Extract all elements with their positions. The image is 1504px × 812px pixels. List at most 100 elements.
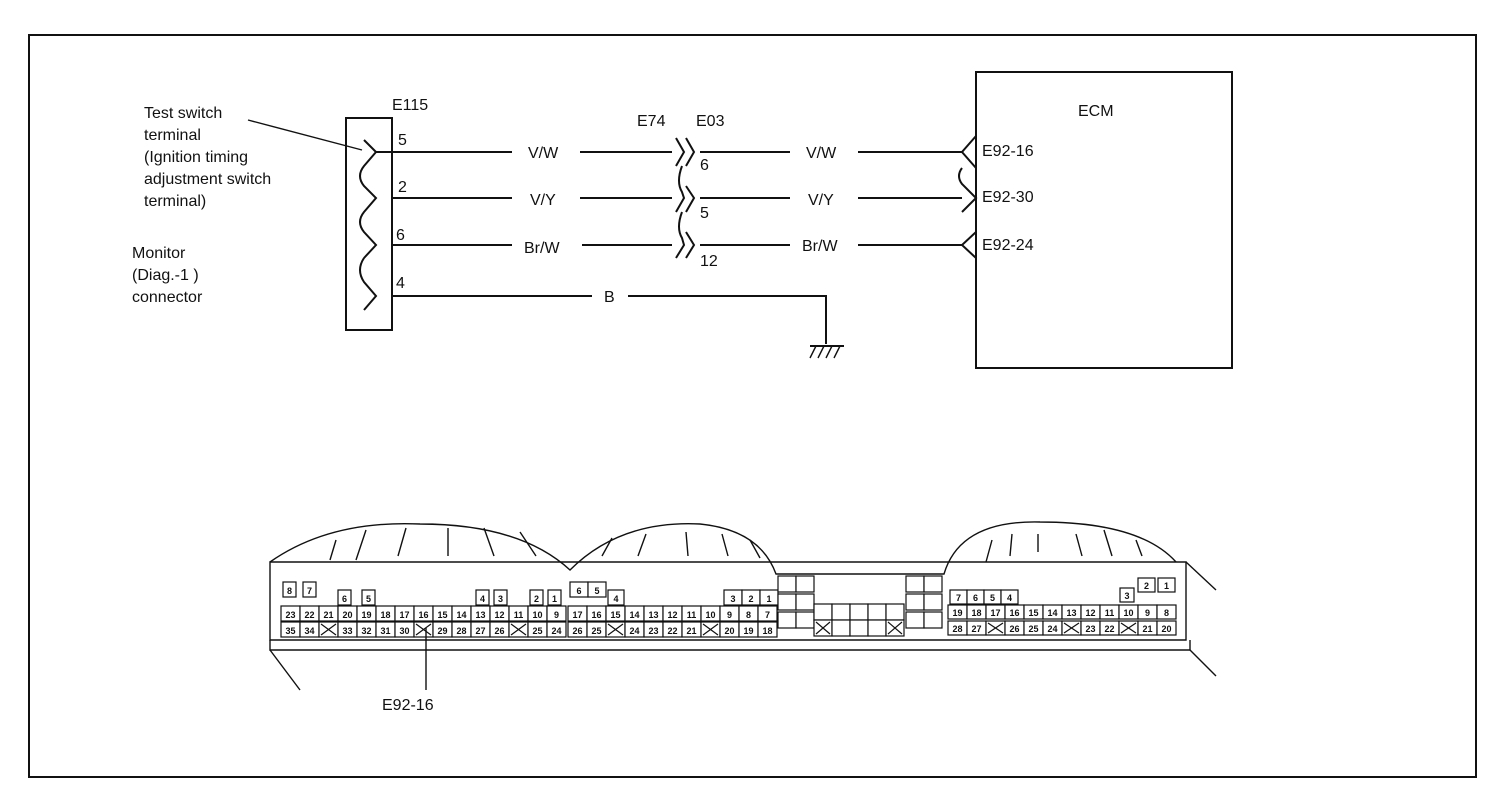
cavity-number: 27 (971, 624, 981, 634)
cavity-number: 5 (366, 594, 371, 604)
pin-6: 6 (396, 227, 405, 244)
cavity-number: 14 (456, 610, 466, 620)
cavity-number: 7 (307, 586, 312, 596)
connector-cavity (795, 575, 815, 593)
cavity-number: 13 (475, 610, 485, 620)
wire-3: 6 Br/W Br/W 12 E92-24 (392, 227, 1034, 270)
cavity-number: 35 (285, 626, 295, 636)
cavity-number: 17 (399, 610, 409, 620)
blocked-cavity-icon (320, 623, 337, 636)
test-switch-leader (247, 119, 363, 151)
cavity-number: 12 (494, 610, 504, 620)
test-switch-line-1: Test switch (144, 105, 222, 122)
connector-outline (269, 561, 1187, 641)
ground-icon (809, 345, 844, 359)
cavity-number: 13 (1066, 608, 1076, 618)
monitor-line-1: Monitor (132, 245, 186, 262)
cavity-number: 33 (342, 626, 352, 636)
cavity-number: 31 (380, 626, 390, 636)
connector-cavity (1119, 587, 1135, 603)
cavity-number: 3 (730, 594, 735, 604)
cavity-number: 21 (686, 626, 696, 636)
cavity-number: 16 (591, 610, 601, 620)
connector-block-3 (777, 575, 943, 637)
cavity-number: 10 (705, 610, 715, 620)
cavity-number: 30 (399, 626, 409, 636)
cavity-number: 17 (990, 608, 1000, 618)
cavity-number: 14 (629, 610, 639, 620)
e74-e03-junction-symbols (675, 137, 696, 259)
cavity-number: 34 (304, 626, 314, 636)
cavity-number: 26 (494, 626, 504, 636)
test-switch-label: Test switch terminal (Ignition timing ad… (144, 105, 271, 210)
connector-cavity (546, 605, 567, 622)
junction-pin-6: 6 (700, 157, 709, 174)
cavity-number: 6 (342, 594, 347, 604)
blocked-cavity-icon (510, 623, 527, 636)
pin-2: 2 (398, 179, 407, 196)
connector-cavity (547, 589, 562, 606)
cavity-number: 12 (1085, 608, 1095, 618)
cavity-number: 17 (572, 610, 582, 620)
cavity-number: 1 (766, 594, 771, 604)
ecm-label: ECM (1078, 103, 1114, 120)
cavity-number: 23 (1085, 624, 1095, 634)
e115-terminal-symbols (359, 139, 392, 311)
cavity-number: 11 (514, 610, 524, 620)
connector-cavity (1156, 620, 1177, 636)
test-switch-line-4: adjustment switch (144, 171, 271, 188)
e92-16-callout: E92-16 (382, 697, 434, 714)
cavity-number: 10 (532, 610, 542, 620)
cavity-number: 20 (724, 626, 734, 636)
cavity-number: 20 (342, 610, 352, 620)
connector-cavity (757, 605, 778, 622)
cavity-number: 3 (498, 594, 503, 604)
connector-cavity (587, 581, 607, 598)
cavity-number: 2 (748, 594, 753, 604)
connector-cavity (923, 593, 943, 611)
cavity-number: 7 (956, 593, 961, 603)
cavity-number: 5 (594, 586, 599, 596)
test-switch-line-5: terminal) (144, 193, 206, 210)
connector-cavity (849, 603, 869, 621)
test-switch-line-2: terminal (144, 127, 201, 144)
e03-label: E03 (696, 113, 725, 130)
blocked-cavity-icon (415, 623, 432, 636)
cavity-number: 1 (1164, 581, 1169, 591)
wire-1-right-color: V/W (806, 145, 837, 162)
ecm-terminal-symbols (958, 135, 978, 259)
cavity-number: 19 (952, 608, 962, 618)
connector-cavity (923, 611, 943, 629)
cavity-number: 21 (323, 610, 333, 620)
wire-2-left-color: V/Y (530, 192, 556, 209)
connector-cavity (1156, 604, 1177, 620)
connector-cavity (795, 611, 815, 629)
pin-5: 5 (398, 132, 407, 149)
cavity-number: 25 (1028, 624, 1038, 634)
cavity-number: 13 (648, 610, 658, 620)
cavity-number: 29 (437, 626, 447, 636)
connector-cavity (1000, 589, 1019, 605)
e74-label: E74 (637, 113, 666, 130)
cavity-number: 4 (480, 594, 485, 604)
ecm-terminal-e92-16: E92-16 (982, 143, 1034, 160)
connector-cavity (867, 619, 887, 637)
blocked-cavity-icon (702, 623, 719, 636)
cavity-number: 8 (1164, 608, 1169, 618)
blocked-cavity-icon (1120, 622, 1137, 634)
cavity-number: 11 (687, 610, 697, 620)
monitor-line-2: (Diag.-1 ) (132, 267, 199, 284)
cavity-number: 24 (629, 626, 639, 636)
cavity-number: 11 (1105, 608, 1115, 618)
connector-cavity (1157, 577, 1176, 593)
connector-cavity (493, 589, 508, 606)
cavity-number: 20 (1161, 624, 1171, 634)
cavity-number: 15 (1028, 608, 1038, 618)
cavity-number: 24 (551, 626, 561, 636)
cavity-number: 4 (1007, 593, 1012, 603)
monitor-label: Monitor (Diag.-1 ) connector (132, 245, 203, 306)
cavity-number: 25 (591, 626, 601, 636)
